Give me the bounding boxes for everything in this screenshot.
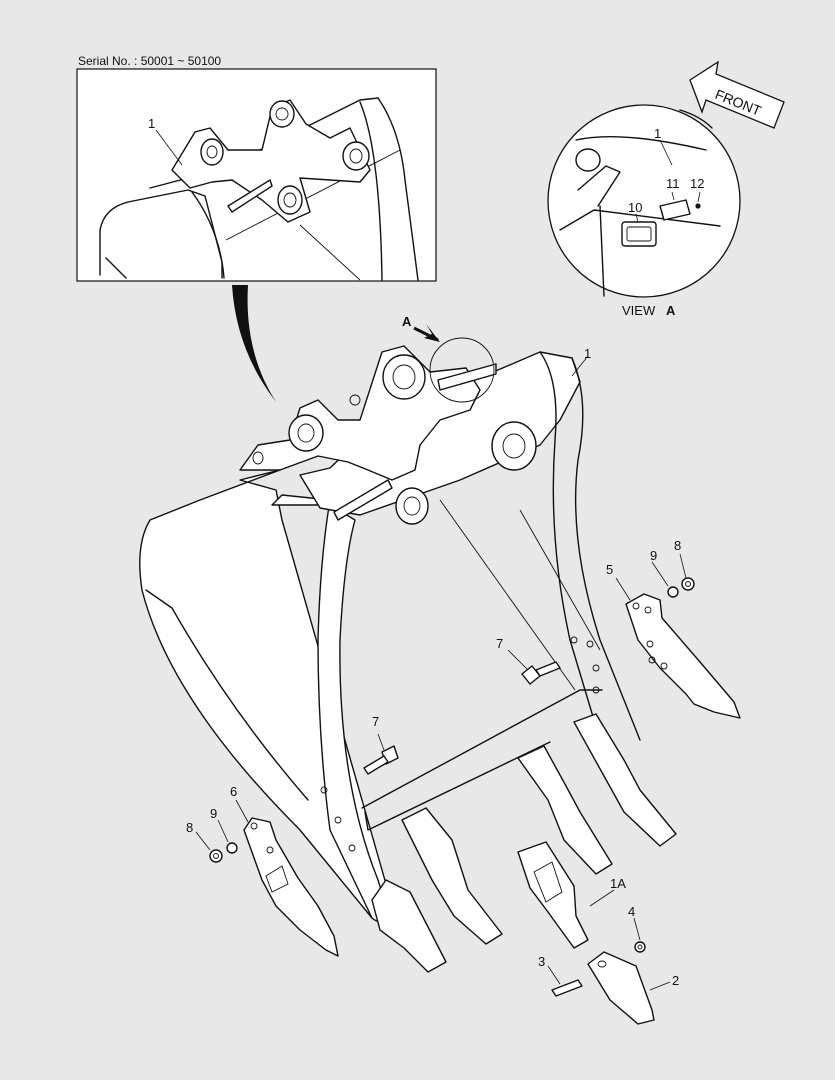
view-a-drawing [559, 109, 721, 297]
side-cutter-right [625, 577, 741, 719]
bucket-body [139, 337, 641, 923]
callout-9-left: 9 [210, 806, 217, 821]
callout-8-right: 8 [674, 538, 681, 553]
callout-1: 1 [584, 346, 591, 361]
view-callout-1: 1 [654, 126, 661, 141]
view-a-arrow-shaft [413, 326, 439, 342]
side-cutter-left [209, 817, 339, 957]
detail-inset-drawing [99, 97, 419, 281]
bolts [363, 661, 561, 775]
callout-8-left: 8 [186, 820, 193, 835]
view-a-circle [547, 104, 741, 298]
view-callout-10: 10 [628, 200, 642, 215]
front-arrow-icon [689, 60, 785, 129]
callout-7-right: 7 [496, 636, 503, 651]
inset-pointer-arrow [232, 285, 276, 402]
callout-1a: 1A [610, 876, 626, 891]
detail-callout-1: 1 [148, 116, 155, 131]
bucket-teeth [371, 713, 677, 973]
callout-7-left: 7 [372, 714, 379, 729]
callout-2: 2 [672, 973, 679, 988]
view-callout-11: 11 [666, 176, 680, 191]
callout-9-right: 9 [650, 548, 657, 563]
leader-lines [195, 355, 687, 991]
callout-6: 6 [230, 784, 237, 799]
serial-number-label: Serial No. : 50001 ~ 50100 [78, 54, 221, 68]
callout-4: 4 [628, 904, 635, 919]
callout-5: 5 [606, 562, 613, 577]
callout-3: 3 [538, 954, 545, 969]
view-letter: A [666, 303, 676, 318]
view-label: VIEW [622, 303, 656, 318]
view-callout-12: 12 [690, 176, 704, 191]
tooth-point-assembly [551, 941, 655, 1025]
arrow-a-label: A [402, 314, 412, 329]
